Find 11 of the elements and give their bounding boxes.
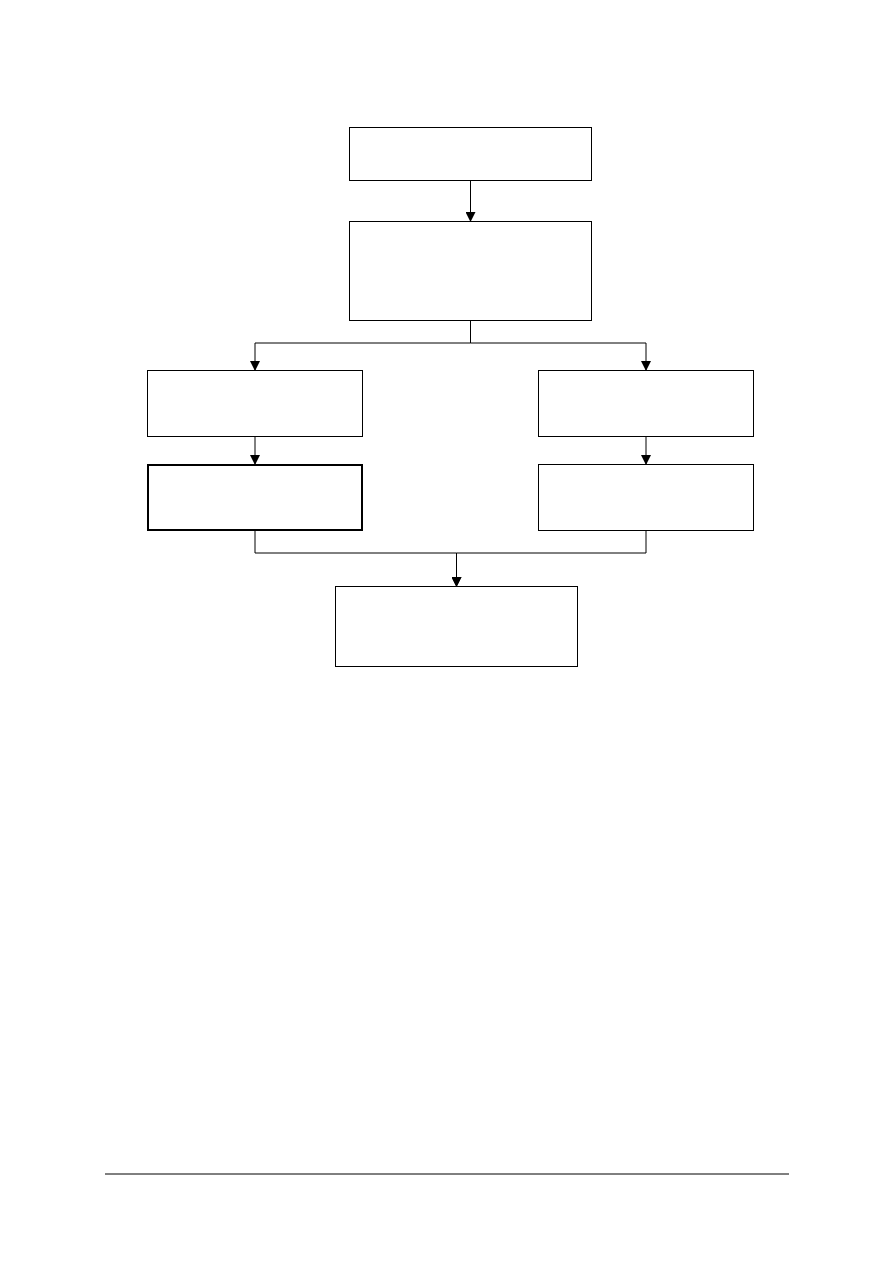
empty-process-box: [147, 370, 363, 437]
empty-process-box: [335, 586, 578, 667]
empty-process-box: [538, 370, 754, 437]
arrow: [250, 436, 260, 465]
empty-process-box: [538, 464, 754, 531]
empty-process-box: [349, 127, 592, 181]
arrow: [465, 180, 476, 222]
arrow: [451, 530, 647, 587]
empty-process-box: [349, 221, 592, 321]
arrow: [641, 436, 651, 465]
empty-process-box: [147, 464, 363, 531]
